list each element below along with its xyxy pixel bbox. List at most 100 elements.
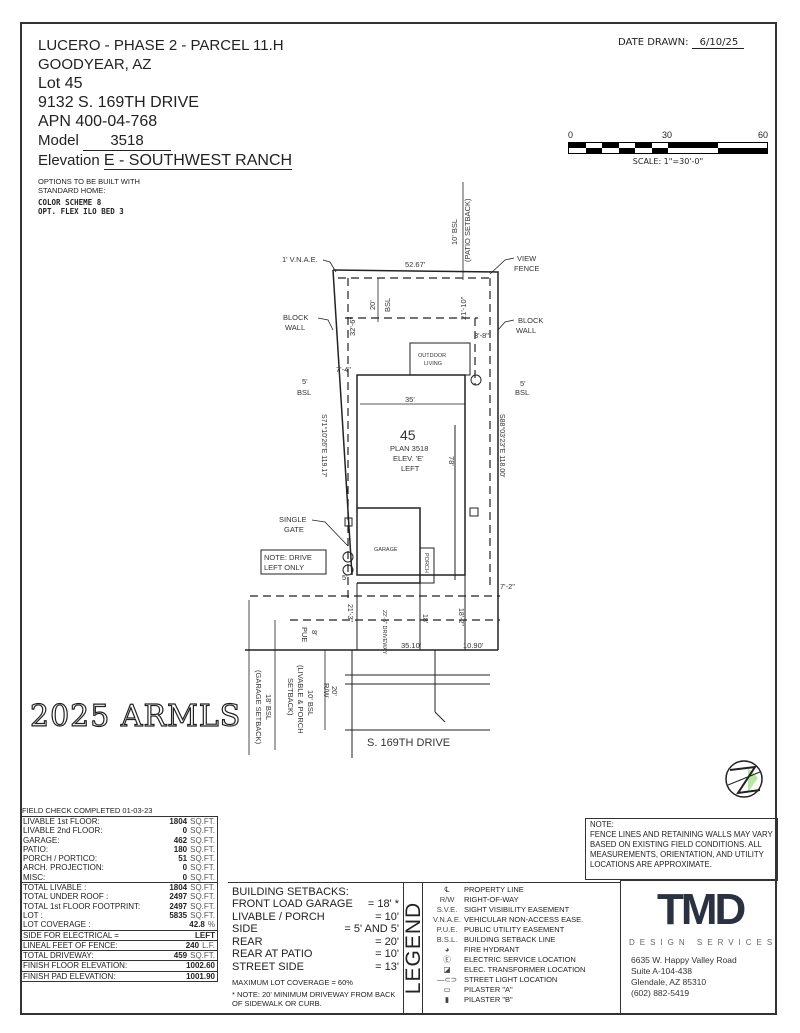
row-value: 0 [182,826,188,836]
setback-value: = 20' [375,935,399,948]
row-value: 51 [178,854,188,864]
side-bsl-label: 5' [302,377,308,386]
row-unit: SQ.FT. [190,883,215,893]
options-title: STANDARD HOME: [38,186,106,195]
legend-symbol-icon: ◕ [444,945,450,954]
rear-bsl-label: 20' [368,300,377,310]
legend-text: PROPERTY LINE [464,885,524,894]
setback-row: REAR AT PATIO= 10' [232,948,399,961]
row-label: GARAGE: [23,835,60,845]
row-label: PORCH / PORTICO: [23,854,98,864]
setback-row: STREET SIDE= 13' [232,961,399,974]
legend-text: BUILDING SETBACK LINE [464,935,556,944]
patio-bsl-label: (PATIO SETBACK) [463,198,472,262]
area-row: FINISH PAD ELEVATION:1001.90 [21,972,217,981]
dimension-label: 21'-10" [459,296,468,320]
legend-item: —⊂⊃STREET LIGHT LOCATION [430,975,585,985]
model-label: Model [38,132,79,149]
legend-text: STREET LIGHT LOCATION [464,975,558,984]
garage-bsl-label: (GARAGE SETBACK) [254,670,263,745]
row-value: LEFT [195,930,215,940]
side-bsl-label: BSL [297,388,311,397]
dimension-label: 18'-2" [457,608,464,626]
dimension-label: 5' [342,573,348,582]
max-coverage: MAXIMUM LOT COVERAGE = 60% [232,978,353,987]
row-unit: SQ.FT. [190,951,215,961]
right-bearing-label: S88°03'23"E 118.00' [498,414,506,478]
dimension-label: 7'-2" [500,582,515,591]
scale-bar: 0 30 60 SCALE: 1"=30'-0" [568,130,768,166]
electric-service-icon [342,564,354,576]
setback-label: SIDE [232,923,258,935]
setback-label: STREET SIDE [232,960,304,973]
setback-value: = 10' [375,910,399,923]
legend-symbol-icon: ▮ [444,995,450,1004]
legend-text: FIRE HYDRANT [464,945,520,954]
legend-item: V.N.A.E.VEHICULAR NON-ACCESS EASE. [430,915,585,925]
plan-label: PLAN 3518 [390,444,428,453]
porch [419,547,435,584]
row-label: LOT : [23,910,43,920]
row-unit: SQ.FT. [190,901,215,911]
city: GOODYEAR, AZ [38,56,152,73]
row-value: 462 [173,835,188,845]
date-value: 6/10/25 [691,37,745,49]
legend-text: ELECTRIC SERVICE LOCATION [464,955,576,964]
note-text: FENCE LINES AND RETAINING WALLS MAY VARY… [590,830,773,869]
note-title: NOTE: [590,820,614,829]
row-label: LIVABLE 1st FLOOR: [23,817,100,826]
lot-number-label: 45 [400,427,416,443]
block-wall-label: BLOCK [518,316,543,325]
note-drive-label: NOTE: DRIVE [264,553,312,562]
setbacks-title: BUILDING SETBACKS: [232,886,349,898]
company-block: TMD DESIGN SERVICES 6635 W. Happy Valley… [620,880,778,1015]
pue-label: PUE [300,627,309,642]
row-label: TOTAL DRIVEWAY: [23,951,94,961]
row-label: LINEAL FEET OF FENCE: [23,940,118,950]
row-unit: % [207,920,215,930]
project-name: LUCERO - PHASE 2 - PARCEL 11.H [38,37,284,54]
scale-tick: 60 [757,130,768,140]
legend-item: ◪ELEC. TRANSFORMER LOCATION [430,965,585,975]
company-logo: TMD [657,885,746,934]
date-drawn: DATE DRAWN: 6/10/25 [618,37,745,49]
setback-label: LIVABLE / PORCH [232,910,325,923]
row-value: 459 [173,951,188,961]
single-gate-label: SINGLE [279,515,307,524]
setback-row: FRONT LOAD GARAGE= 18' * [232,898,399,911]
rear-bsl-label: BSL [383,298,392,312]
fire-hydrant-icon [342,551,354,563]
option-item: COLOR SCHEME 8 [38,198,102,207]
row-unit: SQ.FT. [190,854,215,864]
electric-meter-icon [470,374,482,386]
row-label: FINISH FLOOR ELEVATION: [23,961,128,971]
dimension-label: 8'-8" [474,331,489,340]
garage-label: GARAGE [374,547,398,553]
block-wall-label: WALL [285,323,305,332]
setback-row: LIVABLE / PORCH = 10' [232,911,399,924]
row-label: TOTAL LIVABLE : [23,883,87,893]
elevation-value: E - SOUTHWEST RANCH [103,152,293,170]
legend-item: ◕ FIRE HYDRANT [430,945,585,955]
row-label: LOT COVERAGE : [23,920,91,930]
model-row: Model 3518 [38,131,292,151]
apn: APN 400-04-768 [38,113,158,130]
block-wall-label: WALL [516,326,536,335]
livable-bsl-label: (LIVABLE & PORCH [296,665,305,734]
legend-symbol-icon: R/W [439,895,455,904]
elevation-label: ELEV. 'E' [393,454,424,463]
setback-value: = 5' AND 5' [344,923,399,935]
house-footprint [356,374,466,576]
row-unit: SQ.FT. [190,835,215,845]
legend-text: VEHICULAR NON-ACCESS EASE. [464,915,584,924]
legend-item: ▮PILASTER "B" [430,995,585,1005]
row-unit: SQ.FT. [190,863,215,873]
garage [357,507,421,584]
row-label: TOTAL UNDER ROOF : [23,892,109,902]
driveway-label: 22'-5" DRIVEWAY [381,610,387,655]
